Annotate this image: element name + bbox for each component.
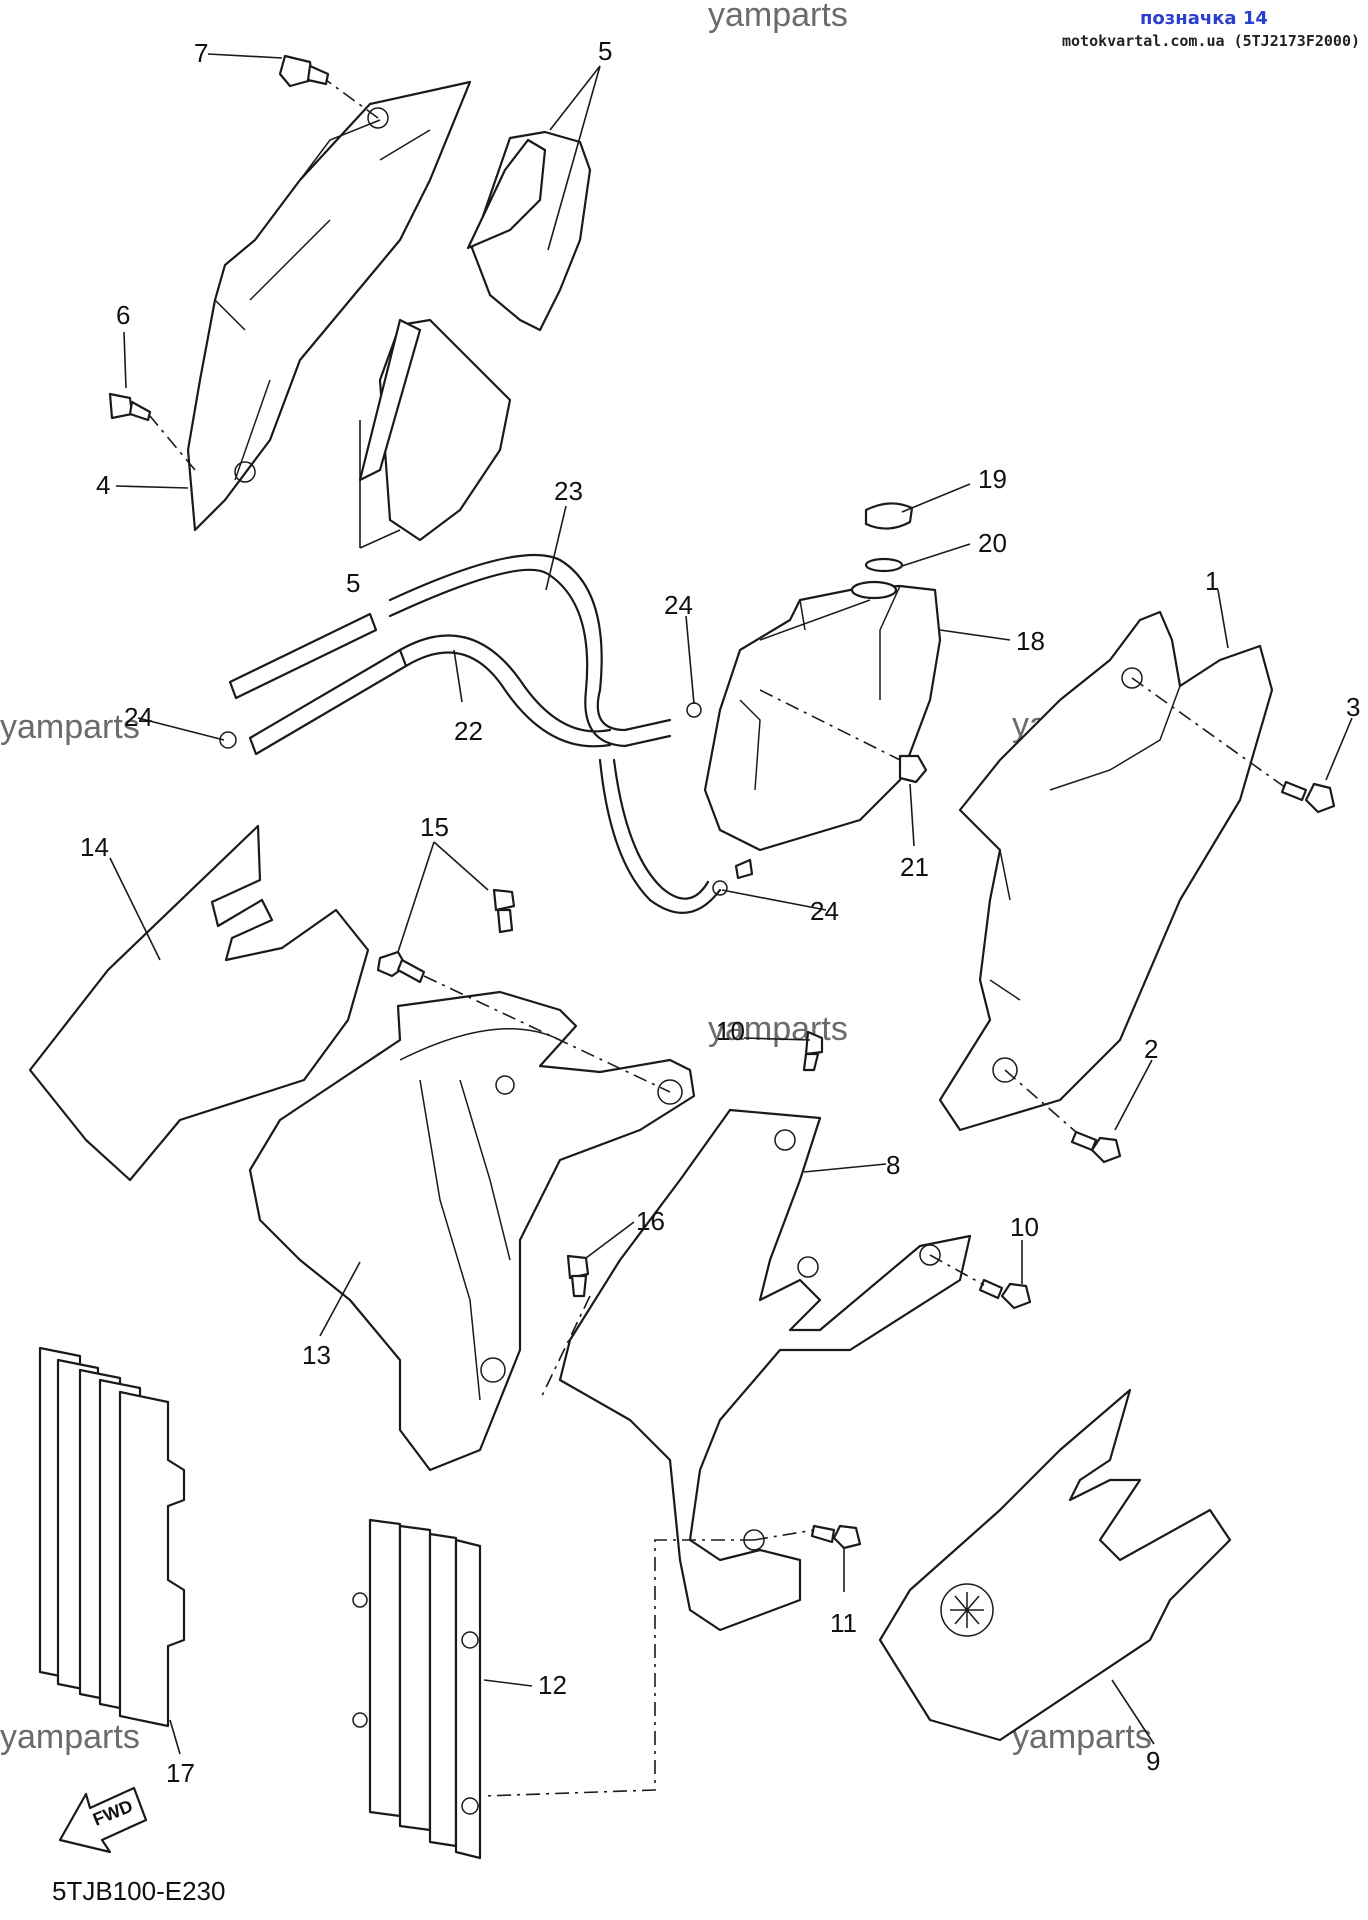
hose-clip: [686, 702, 702, 718]
callout-24-lower: 24: [810, 896, 839, 926]
side-cover-right: [938, 610, 1274, 1132]
graphic-emblem-upper: [466, 130, 592, 332]
hose-part-23: [388, 554, 672, 748]
callout-19: 19: [978, 464, 1007, 494]
callout-14: 14: [80, 832, 109, 862]
watermark: yamparts: [708, 1010, 848, 1048]
callout-16: 16: [636, 1206, 665, 1236]
callout-5-lower: 5: [346, 568, 360, 598]
bolt-part-15: [376, 950, 426, 984]
hose-part-24-lower: [598, 758, 722, 914]
callout-13: 13: [302, 1340, 331, 1370]
callout-15: 15: [420, 812, 449, 842]
callout-labels: 1 2 3 4 5 5 6 7 8 9 10 10 11 12 13 14 15…: [80, 36, 1360, 1788]
side-cover-left: [186, 80, 472, 532]
callout-23: 23: [554, 476, 583, 506]
diagram-code: 5TJB100-E230: [52, 1876, 225, 1906]
callout-17: 17: [166, 1758, 195, 1788]
bolt-part-11: [810, 1524, 862, 1550]
bolt-part-3: [1280, 780, 1336, 814]
bolt-part-16: [566, 1254, 590, 1298]
callout-18: 18: [1016, 626, 1045, 656]
radiator-guard-left: [38, 1346, 186, 1728]
hose-part-22: [228, 612, 612, 756]
bolt-part-6: [108, 392, 152, 422]
callout-7: 7: [194, 38, 208, 68]
reservoir-tank: [703, 580, 942, 880]
callout-4: 4: [96, 470, 110, 500]
connector-lines: [149, 79, 1287, 1797]
callout-6: 6: [116, 300, 130, 330]
callout-11: 11: [830, 1608, 857, 1638]
callout-20: 20: [978, 528, 1007, 558]
watermark: yamparts: [1012, 1718, 1152, 1756]
callout-24-upper: 24: [664, 590, 693, 620]
radiator-shroud-left: [248, 990, 696, 1472]
bolt-part-21: [898, 754, 928, 784]
tank-cap: [864, 502, 914, 530]
callout-10-upper: 10: [716, 1016, 745, 1046]
callout-10-lower: 10: [1010, 1212, 1039, 1242]
graphic-emblem-lower: [358, 318, 512, 542]
shroud-graphic-left: [28, 824, 370, 1182]
bolt-part-10-lower: [978, 1278, 1032, 1310]
bolt-part-7: [278, 54, 330, 88]
callout-3: 3: [1346, 692, 1360, 722]
callout-24-left: 24: [124, 702, 153, 732]
page-label[interactable]: позначка 14: [1140, 8, 1268, 29]
shroud-graphic-right: [878, 1388, 1232, 1742]
fwd-arrow: FWD: [58, 1786, 148, 1854]
callout-2: 2: [1144, 1034, 1158, 1064]
watermark: yamparts: [0, 708, 140, 746]
callout-12: 12: [538, 1670, 567, 1700]
hose-clip: [219, 731, 237, 749]
callout-5-upper: 5: [598, 36, 612, 66]
bolt-part-10-upper: [802, 1030, 824, 1072]
leader-lines: [109, 53, 1353, 1755]
radiator-shroud-right: [558, 1108, 972, 1632]
bolt-part-15: [492, 888, 516, 934]
callout-21: 21: [900, 852, 929, 882]
hose-clip: [712, 880, 728, 896]
callout-9: 9: [1146, 1746, 1160, 1776]
callout-1: 1: [1205, 566, 1219, 596]
watermark: yamparts: [708, 0, 848, 34]
source-label: motokvartal.com.ua (5TJ2173F2000): [1062, 32, 1360, 50]
watermark: yamparts: [0, 1718, 140, 1756]
callout-22: 22: [454, 716, 483, 746]
o-ring: [864, 557, 904, 573]
callout-8: 8: [886, 1150, 900, 1180]
bolt-part-2: [1070, 1130, 1122, 1164]
radiator-guard-right: [352, 1518, 482, 1860]
